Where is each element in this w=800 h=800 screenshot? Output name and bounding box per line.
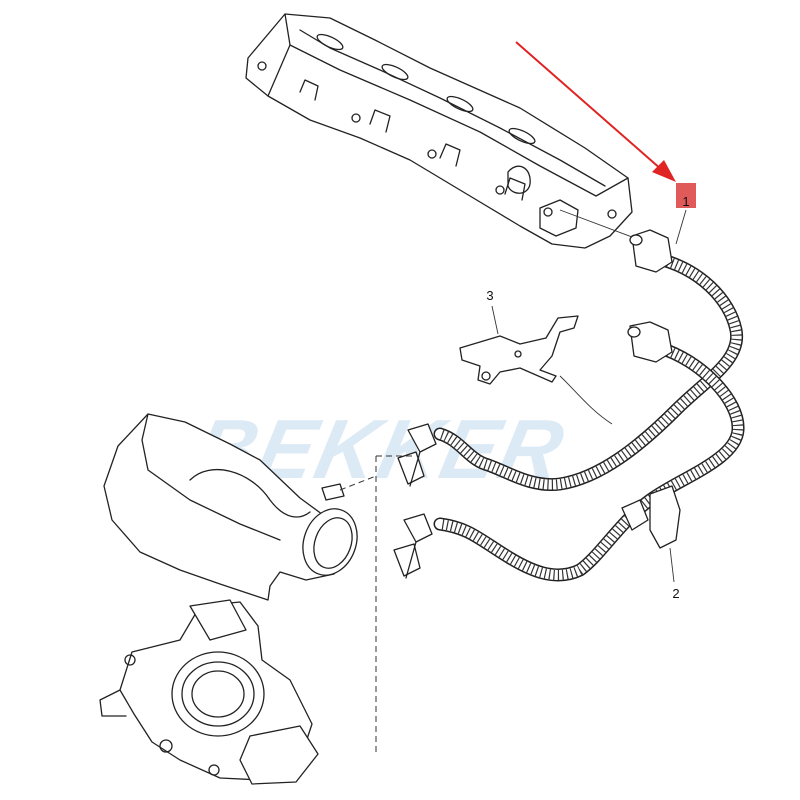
red-arrow-icon [515,41,676,182]
leader-2 [669,547,675,583]
vacuum-hose-harness [393,229,745,582]
callout-3: 3 [486,288,493,303]
air-intake-duct [103,413,358,601]
callout-1: 1 [682,194,689,209]
leader-3 [491,305,499,335]
intake-manifold [245,13,641,249]
assembly-line-3 [339,475,377,491]
throttle-body [99,599,319,785]
callout-2: 2 [672,586,679,601]
callout-1-highlight [676,183,696,208]
bracket [459,315,613,425]
leader-1 [675,209,687,245]
